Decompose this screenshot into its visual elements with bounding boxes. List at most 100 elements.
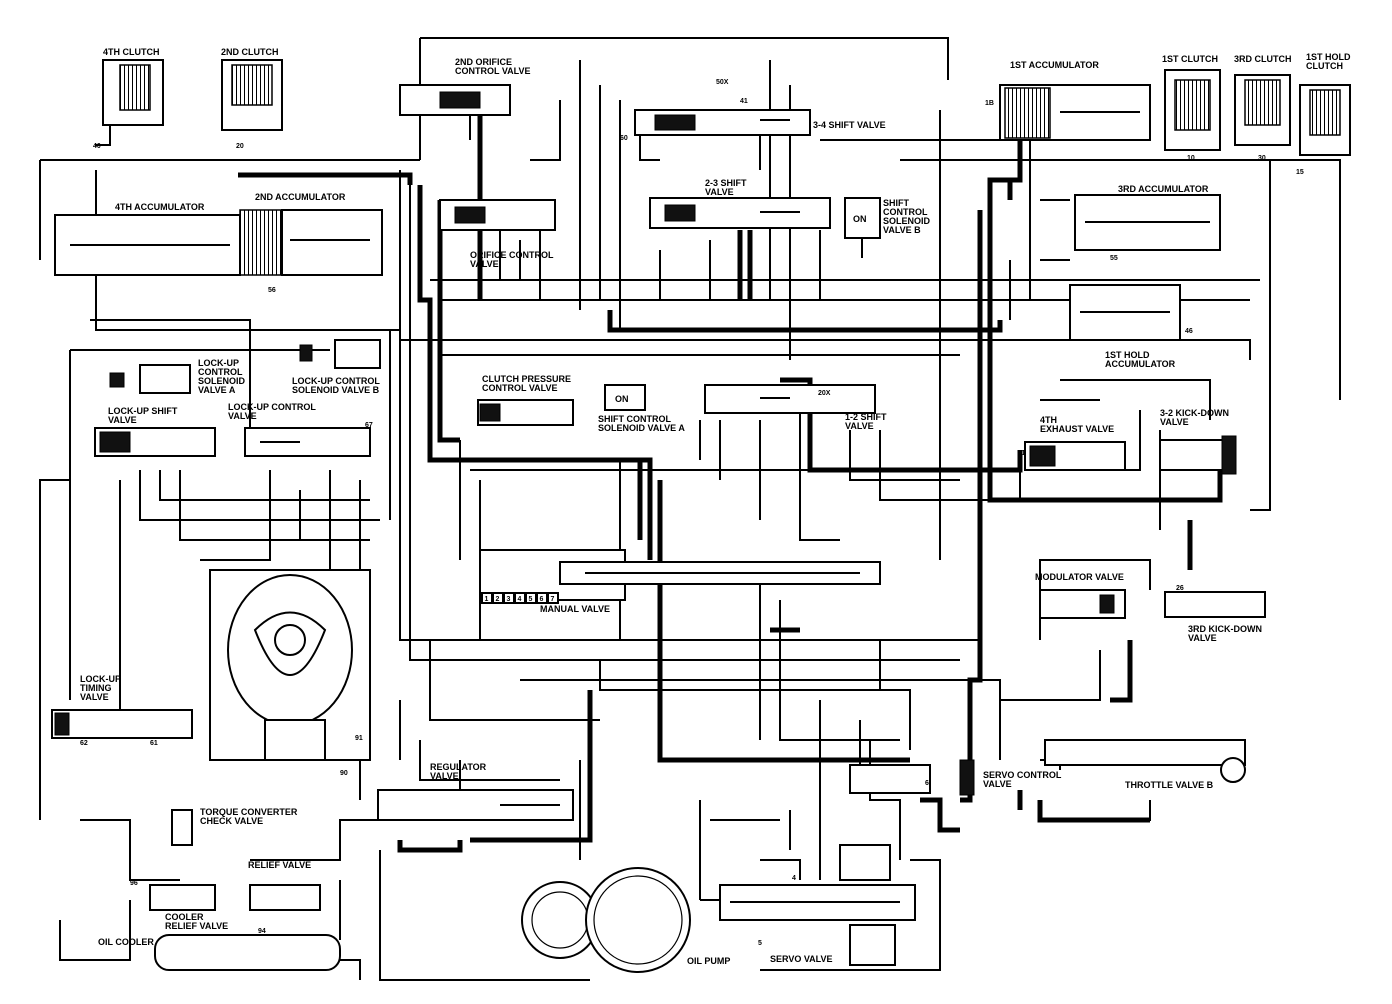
4th-accumulator: 4TH ACCUMULATOR <box>54 202 241 276</box>
relief-valve: RELIEF VALVE <box>248 860 321 911</box>
svg-text:10: 10 <box>1187 155 1195 162</box>
svg-text:67: 67 <box>365 422 373 429</box>
svg-text:THROTTLE VALVE B: THROTTLE VALVE B <box>1125 780 1214 790</box>
svg-text:MODULATOR VALVE: MODULATOR VALVE <box>1035 572 1124 582</box>
svg-text:OIL PUMP: OIL PUMP <box>687 956 730 966</box>
svg-text:1ST CLUTCH: 1ST CLUTCH <box>1162 54 1218 64</box>
4th-clutch: 4TH CLUTCH 40 <box>93 47 164 150</box>
svg-text:94: 94 <box>258 928 266 935</box>
3rd-clutch: 3RD CLUTCH 30 <box>1234 54 1292 162</box>
svg-text:20X: 20X <box>818 390 831 397</box>
svg-text:56: 56 <box>268 287 276 294</box>
1st-accumulator: 1ST ACCUMULATOR 1B <box>985 60 1151 141</box>
svg-text:15: 15 <box>1296 169 1304 176</box>
manual-position-label: 2 <box>496 596 500 603</box>
label-4th-clutch: 4TH CLUTCH <box>103 47 160 57</box>
svg-text:60: 60 <box>620 135 628 142</box>
manual-position-box <box>547 592 559 604</box>
oil-pump: OIL PUMP <box>521 867 730 973</box>
svg-text:OIL COOLER: OIL COOLER <box>98 937 154 947</box>
svg-text:4: 4 <box>792 875 796 882</box>
label-3-4-shift-valve: 3-4 SHIFT VALVE <box>813 120 886 130</box>
label-2nd-accumulator: 2ND ACCUMULATOR <box>255 192 346 202</box>
svg-text:SERVO VALVE: SERVO VALVE <box>770 954 833 964</box>
label-2nd-clutch: 2ND CLUTCH <box>221 47 279 57</box>
label-manual-valve: MANUAL VALVE <box>540 604 610 614</box>
svg-text:41: 41 <box>740 98 748 105</box>
label-1st-accumulator: 1ST ACCUMULATOR <box>1010 60 1099 70</box>
svg-text:90: 90 <box>340 770 348 777</box>
manual-position-label: 4 <box>518 596 522 603</box>
svg-text:50X: 50X <box>716 79 729 86</box>
svg-text:91: 91 <box>355 735 363 742</box>
3-4-shift-valve: 3-4 SHIFT VALVE <box>634 109 886 136</box>
torque-converter: 91 <box>209 569 371 761</box>
svg-text:5: 5 <box>758 940 762 947</box>
svg-text:30: 30 <box>1258 155 1266 162</box>
servo-valve: SERVO VALVE <box>719 844 916 966</box>
throttle-valve-b: THROTTLE VALVE B <box>1044 739 1246 790</box>
modulator-valve: MODULATOR VALVE <box>1035 572 1126 619</box>
label-4th-accumulator: 4TH ACCUMULATOR <box>115 202 205 212</box>
manual-position-label: 6 <box>540 596 544 603</box>
solenoid-b-on: ON <box>853 214 867 224</box>
manual-position-label: 1 <box>485 596 489 603</box>
svg-text:46: 46 <box>1185 328 1193 335</box>
oil-cooler: OIL COOLER <box>98 934 341 971</box>
manual-position-label: 7 <box>551 596 555 603</box>
svg-text:26: 26 <box>1176 585 1184 592</box>
svg-text:3RD ACCUMULATOR: 3RD ACCUMULATOR <box>1118 184 1209 194</box>
svg-text:6: 6 <box>925 780 929 787</box>
svg-text:20: 20 <box>236 143 244 150</box>
svg-text:3RD CLUTCH: 3RD CLUTCH <box>1234 54 1292 64</box>
svg-text:55: 55 <box>1110 255 1118 262</box>
svg-text:1B: 1B <box>985 100 994 107</box>
svg-text:40: 40 <box>93 143 101 150</box>
svg-text:96: 96 <box>130 880 138 887</box>
thin-hydraulic-lines <box>39 37 1341 981</box>
2nd-accumulator: 2ND ACCUMULATOR <box>239 192 383 276</box>
svg-text:11: 11 <box>1018 450 1026 457</box>
